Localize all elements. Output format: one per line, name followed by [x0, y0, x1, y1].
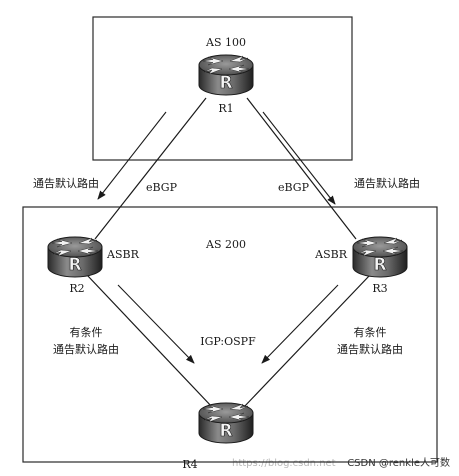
igp-label: IGP:OSPF: [200, 335, 256, 348]
advert-arrow-r1-to-r2: [97, 111, 167, 200]
advert-label-r2-r4-line2: 通告默认路由: [53, 342, 119, 356]
advert-label-r3-r4-line1: 有条件: [354, 325, 387, 339]
advert-label-r2-r4-line1: 有条件: [70, 325, 103, 339]
advert-arrow-r1-to-r3: [262, 111, 336, 205]
link-r1-r3: [246, 97, 357, 240]
as200-label: AS 200: [205, 238, 246, 251]
link-r1-r2: [94, 97, 207, 240]
router-r3-name: R3: [372, 282, 387, 295]
link-r3-r4: [242, 274, 371, 409]
protocol-r1-r2: eBGP: [146, 181, 178, 194]
router-r3-icon: [352, 236, 408, 278]
advert-arrow-r3-to-r4: [261, 284, 339, 364]
watermark-url: https://blog.csdn.net: [232, 458, 336, 469]
watermark-credit: CSDN @renkle人可数: [347, 456, 450, 469]
router-r2-icon: [47, 236, 103, 278]
as200-box: [22, 206, 438, 463]
router-r2-name: R2: [69, 282, 84, 295]
advert-label-r1-r3: 通告默认路由: [354, 176, 420, 190]
router-r1-name: R1: [218, 102, 233, 115]
advert-arrow-r2-to-r4: [117, 284, 195, 364]
protocol-r1-r3: eBGP: [278, 181, 310, 194]
router-r4-name: R4: [182, 458, 197, 471]
router-r2-role: ASBR: [106, 248, 140, 261]
link-r2-r4: [86, 274, 214, 409]
router-r4-icon: [198, 402, 254, 444]
advert-label-r3-r4-line2: 通告默认路由: [337, 342, 403, 356]
as100-box: [92, 16, 353, 161]
router-r3-role: ASBR: [314, 248, 348, 261]
advert-label-r1-r2: 通告默认路由: [33, 176, 99, 190]
as100-label: AS 100: [205, 36, 246, 49]
router-r1-icon: [198, 54, 254, 96]
